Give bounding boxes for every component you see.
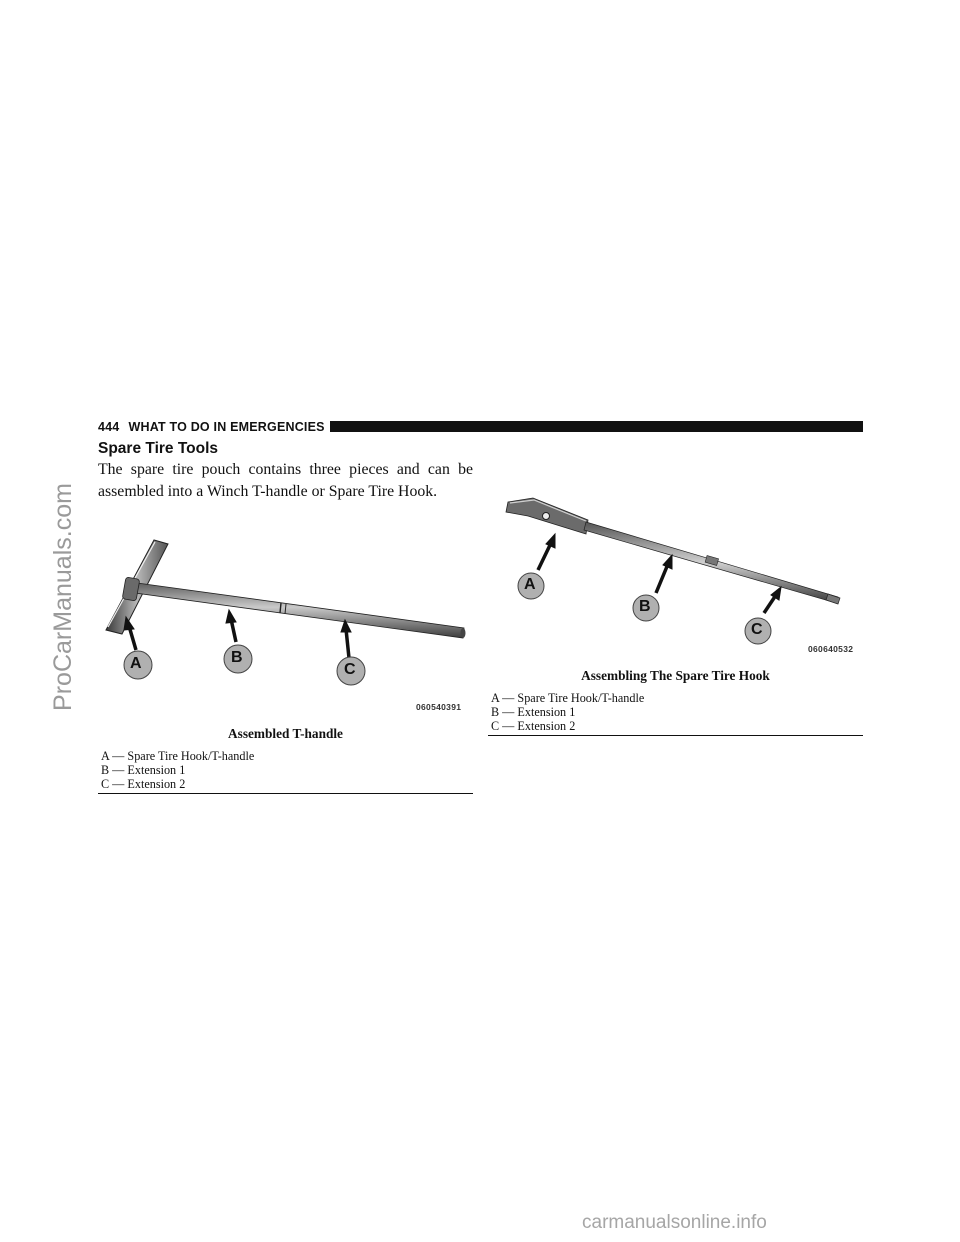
legend-item-c-right: C — Extension 2 <box>491 719 576 734</box>
legend-item-b-right: B — Extension 1 <box>491 705 576 720</box>
figure-caption-right: Assembling The Spare Tire Hook <box>581 668 770 683</box>
callout-arrows-right <box>536 532 782 614</box>
figure-code-right: 060640532 <box>808 644 854 654</box>
callout-b-right <box>632 594 660 622</box>
figure-legend: A — Spare Tire Hook/T-handle B — Extensi… <box>101 749 254 792</box>
callout-b <box>223 644 253 674</box>
callout-c-right <box>744 617 772 645</box>
figure-spare-tire-hook: A B C 060640532 <box>488 490 863 658</box>
legend-item-a: A — Spare Tire Hook/T-handle <box>101 749 255 763</box>
legend-item-a-right: A — Spare Tire Hook/T-handle <box>491 691 645 705</box>
running-header: 444 WHAT TO DO IN EMERGENCIES <box>98 419 325 435</box>
header-rule <box>330 421 863 432</box>
figure-rule <box>98 793 473 794</box>
figure-legend-right: A — Spare Tire Hook/T-handle B — Extensi… <box>491 691 644 734</box>
body-line-2: assembled into a Winch T-handle or Spare… <box>98 482 438 500</box>
spare-tire-hook-illustration <box>505 497 841 645</box>
callout-c-right-label: C <box>751 621 763 638</box>
callout-b-label: B <box>231 649 243 666</box>
t-handle-illustration <box>105 539 466 686</box>
figure-caption: Assembled T-handle <box>228 726 343 741</box>
figure-assembled-t-handle: A B C 060540391 <box>98 530 473 715</box>
hook-shaft <box>583 521 841 605</box>
callout-a-right <box>517 572 545 600</box>
legend-item-b: B — Extension 1 <box>101 763 186 778</box>
t-handle-shaft <box>122 577 466 639</box>
section-title: WHAT TO DO IN EMERGENCIES <box>128 420 325 434</box>
section-heading: Spare Tire Tools <box>98 440 219 457</box>
callout-a-right-label: A <box>524 576 536 593</box>
figure-code: 060540391 <box>416 702 462 712</box>
callout-c-label: C <box>344 661 356 678</box>
callout-arrows <box>123 608 352 659</box>
body-paragraph: The spare tire pouch contains three piec… <box>98 459 473 502</box>
body-line-1: The spare tire pouch contains three piec… <box>98 461 473 478</box>
side-watermark: ProCarManuals.com <box>49 483 77 711</box>
callout-b-right-label: B <box>639 598 651 615</box>
callout-c <box>336 656 366 686</box>
page-number: 444 <box>98 420 120 434</box>
hook-head <box>505 497 589 535</box>
figure-rule-right <box>488 735 863 736</box>
footer-watermark: carmanualsonline.info <box>582 1212 767 1233</box>
callout-a-label: A <box>130 655 142 672</box>
legend-item-c: C — Extension 2 <box>101 777 186 792</box>
callout-a <box>123 650 153 680</box>
